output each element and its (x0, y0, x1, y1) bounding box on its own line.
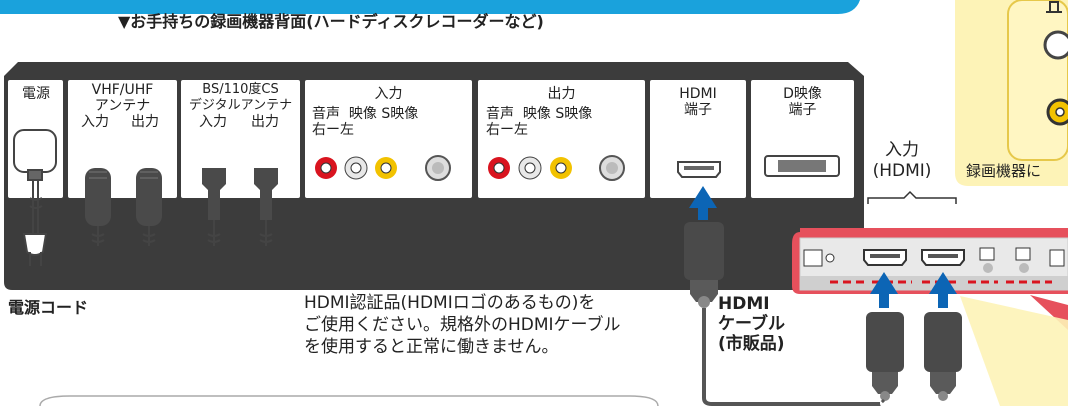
label-vhf-out: 出力 (131, 114, 159, 130)
power-cord-label: 電源コード (8, 298, 89, 317)
label-hdmi-terminal: HDMI 端子 (679, 86, 717, 118)
hdmi-cable-label: HDMI ケーブル (市販品) (718, 294, 785, 354)
label-power: 電源 (22, 86, 50, 102)
d-video-port (764, 155, 840, 177)
hdmi-arrow-recorder (689, 186, 717, 220)
label-bs-cs: BS/110度CS デジタルアンテナ (188, 82, 293, 113)
output-jacks (488, 155, 625, 181)
antenna-bs-in (202, 168, 226, 246)
side-note-text: 録画機器に (966, 162, 1042, 180)
hdmi-arrow-tv-2 (929, 272, 957, 308)
hdmi-note: HDMI認証品(HDMIロゴのあるもの)を ご使用ください。規格外のHDMIケー… (304, 293, 621, 357)
recorder-header: ▼お手持ちの録画機器背面(ハードディスクレコーダーなど) (118, 12, 544, 31)
header-band (0, 0, 860, 14)
tv-hdmi-plug-2 (924, 312, 962, 401)
hdmi-arrow-tv-1 (870, 272, 898, 308)
label-output: 出力 (547, 86, 576, 102)
label-bs-out: 出力 (251, 114, 279, 130)
label-output-lr: 右ー左 (486, 122, 528, 138)
tv-port-small-1 (803, 249, 823, 267)
label-input-av: 音声 映像 S映像 (312, 106, 419, 122)
label-bs-in: 入力 (199, 114, 227, 130)
bottom-note-box (39, 395, 659, 406)
side-plug-icon (1046, 1, 1062, 13)
label-input: 入力 (374, 86, 403, 102)
tv-hdmi-plug-1 (866, 312, 904, 406)
label-input-lr: 右ー左 (312, 122, 354, 138)
tv-port-dot (825, 253, 835, 263)
side-inner-panel (1007, 0, 1068, 161)
side-svideo-icon (1043, 30, 1068, 60)
power-cord (13, 129, 57, 266)
label-vhf-uhf: VHF/UHF アンテナ (91, 82, 154, 114)
tv-hdmi-port-1 (863, 249, 907, 266)
tv-panel-bottom (800, 276, 1068, 290)
hdmi-cable-plug (684, 222, 880, 406)
recorder-hdmi-port (677, 161, 721, 178)
tv-hdmi-port-2 (921, 249, 965, 266)
callout-ray-yellow (960, 296, 1068, 406)
tv-input-label: 入力 (HDMI) (872, 140, 932, 181)
label-output-av: 音声 映像 S映像 (486, 106, 593, 122)
antenna-bs-out (254, 168, 278, 246)
label-d-video: D映像 端子 (783, 86, 822, 118)
label-vhf-in: 入力 (81, 114, 109, 130)
antenna-vhf-in (85, 168, 111, 246)
antenna-vhf-out (136, 168, 162, 246)
tv-input-brace (867, 190, 957, 204)
input-jacks (315, 155, 451, 181)
